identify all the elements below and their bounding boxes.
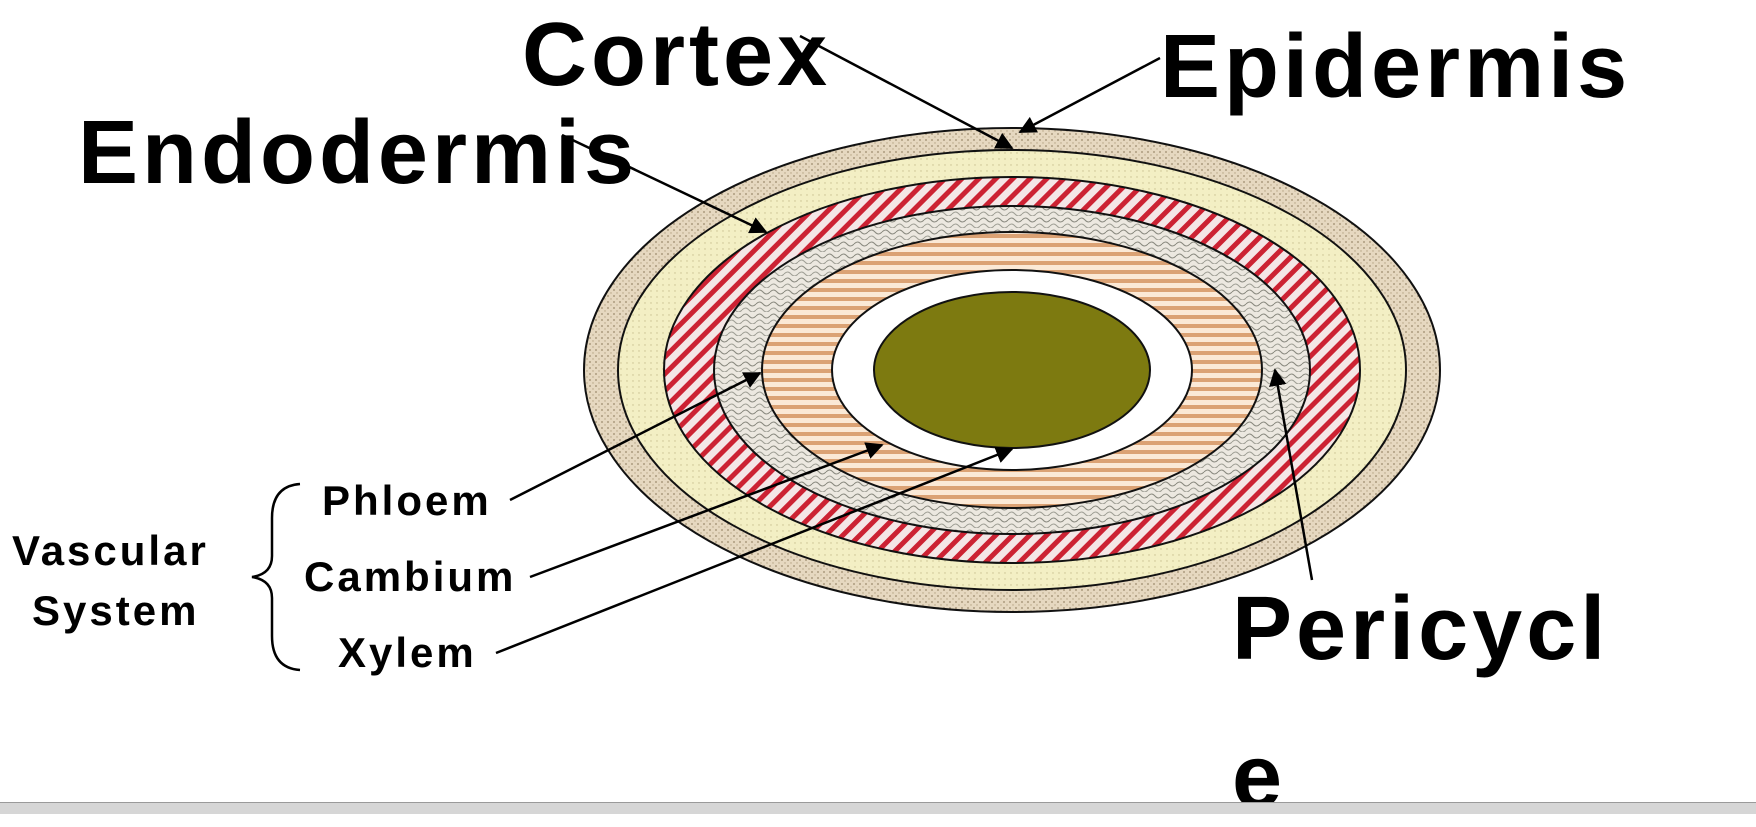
xylem-label: Xylem — [338, 632, 477, 674]
cambium-label: Cambium — [304, 556, 516, 598]
pericycle-label-line1: Pericycl — [1232, 584, 1609, 674]
bottom-border-bar — [0, 802, 1756, 814]
cortex-label: Cortex — [522, 10, 831, 100]
vascular-system-label-line1: Vascular — [12, 530, 209, 572]
xylem-core — [874, 292, 1150, 448]
cortex-arrow — [800, 36, 1012, 148]
epidermis-label: Epidermis — [1160, 22, 1631, 112]
vascular-system-label-line2: System — [32, 590, 199, 632]
phloem-label: Phloem — [322, 480, 492, 522]
vascular-system-brace — [252, 484, 300, 670]
epidermis-arrow — [1020, 58, 1160, 132]
endodermis-label: Endodermis — [78, 108, 638, 198]
